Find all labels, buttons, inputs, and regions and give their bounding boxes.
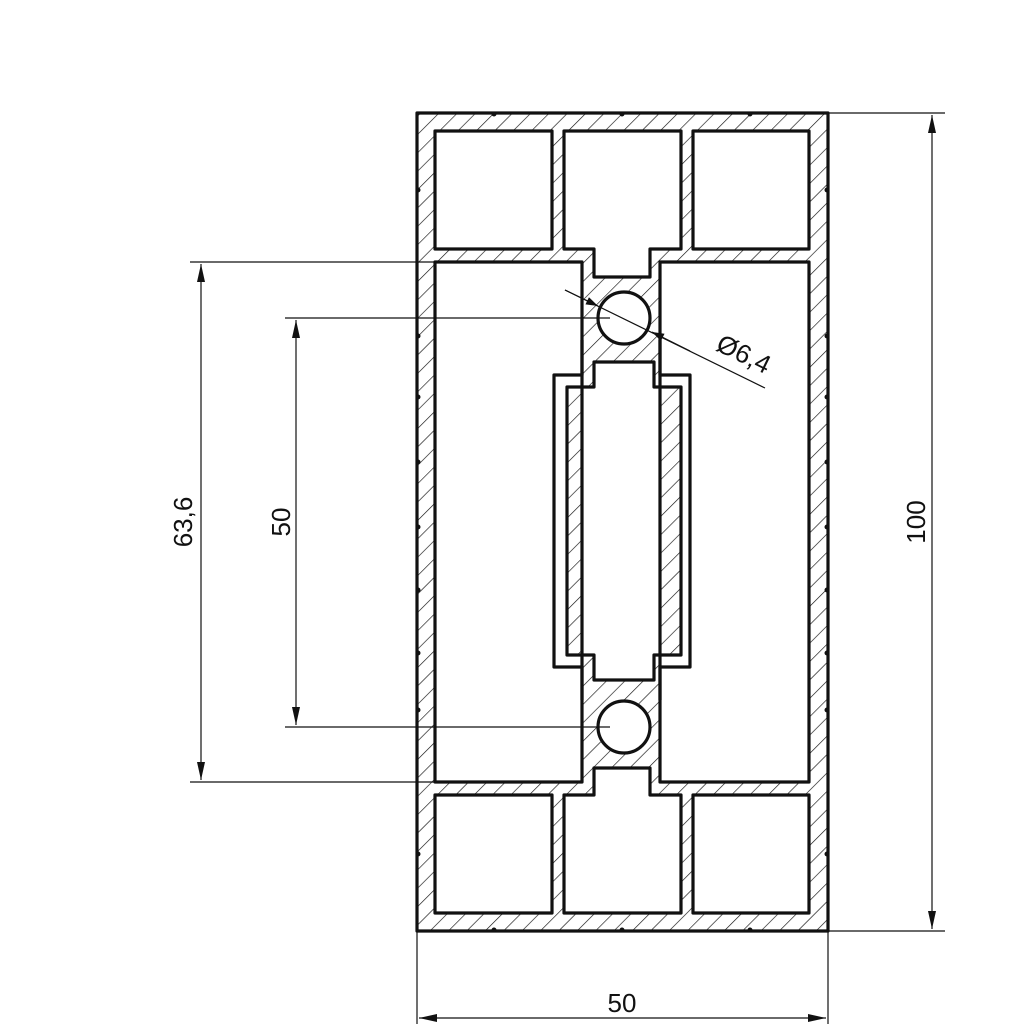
dim-text-hole-spacing: 50 bbox=[266, 508, 296, 537]
dim-text-height: 100 bbox=[901, 500, 931, 543]
profile-section bbox=[415, 111, 830, 933]
extension-lines bbox=[190, 112, 945, 1024]
dim-text-outer-hole-spacing: 63,6 bbox=[168, 497, 198, 548]
dim-text-hole-diameter: Ø6,4 bbox=[712, 328, 776, 380]
dim-text-width: 50 bbox=[608, 988, 637, 1018]
